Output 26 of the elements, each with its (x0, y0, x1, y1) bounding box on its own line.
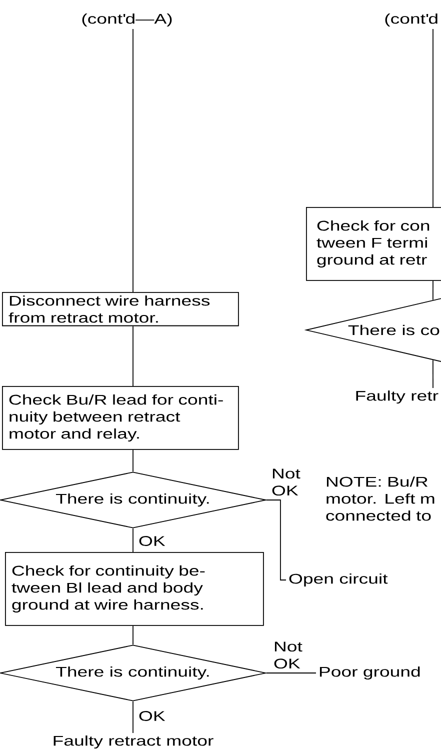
result-text: Poor ground (320, 666, 420, 680)
continuation-label: (cont'd (385, 14, 438, 27)
connector-line (432, 360, 434, 388)
edge-label: Not OK (272, 640, 302, 670)
process-box: Check for continuity be- tween Bl lead and body ground at wire harness. (5, 552, 264, 626)
connector-line (132, 701, 134, 734)
note-text: NOTE: Bu/R motor. Left m connected to (326, 476, 434, 521)
connector-line (432, 28, 434, 208)
connector-line (432, 280, 434, 300)
result-text: Open circuit (289, 573, 388, 587)
edge-label: OK (137, 710, 166, 722)
connector-line (266, 672, 316, 674)
connector-line (132, 449, 134, 472)
process-box: Check Bu/R lead for conti- nuity between retract motor and relay. (2, 386, 239, 450)
edge-label: Not OK (270, 468, 300, 497)
process-box: Disconnect wire harness from retract motor. (2, 292, 239, 326)
connector-line (266, 500, 286, 580)
connector-line (132, 625, 134, 645)
connector-line (132, 528, 134, 552)
connector-line (132, 326, 134, 386)
edge-label: OK (137, 535, 166, 547)
process-box: Check for con tween F termi ground at retr (306, 207, 441, 281)
continuation-label: (cont'd—A) (82, 14, 172, 27)
result-text: Faulty retract motor (54, 735, 214, 749)
connector-line (132, 28, 134, 292)
result-text: Faulty retr (356, 390, 438, 404)
